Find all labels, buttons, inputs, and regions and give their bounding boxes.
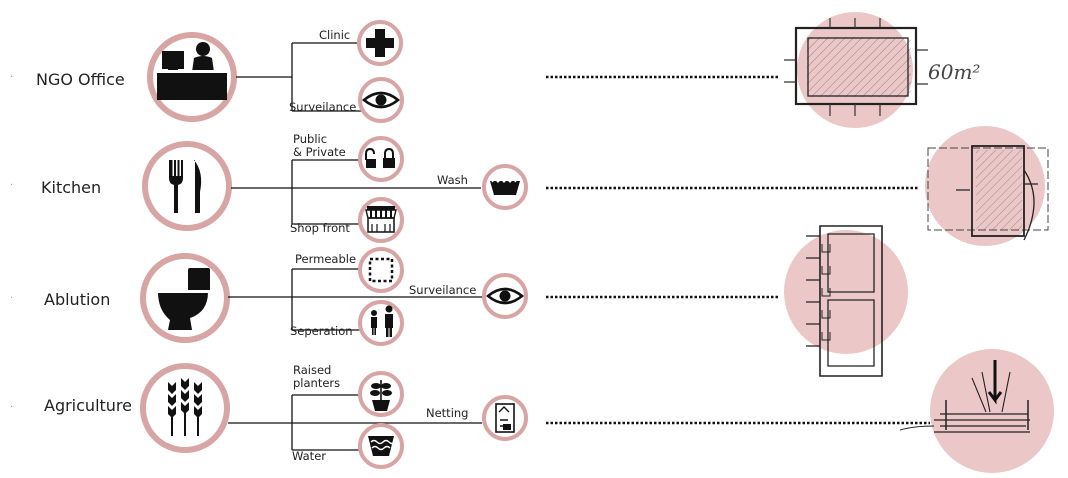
row-ngo-office	[147, 12, 928, 128]
shop-awning-icon	[365, 206, 397, 233]
bullet-1: ·	[10, 72, 14, 83]
permeable-square-icon	[368, 257, 394, 283]
label-ablution-surveilance: Surveilance	[409, 283, 477, 297]
label-ablution: Ablution	[44, 290, 111, 309]
row-ablution	[140, 225, 908, 377]
label-ngo-office: NGO Office	[36, 70, 125, 89]
lock-icon	[365, 147, 395, 168]
kitchen-main-circle	[142, 141, 232, 231]
agriculture-sketch	[899, 349, 1054, 473]
netting-circle	[482, 395, 528, 441]
eye-icon	[485, 287, 525, 305]
label-raised-planters: Raised planters	[293, 363, 341, 390]
wheat-icon	[168, 378, 202, 436]
water-icon	[368, 436, 395, 456]
toilet-icon	[158, 268, 210, 330]
area-note: 60m²	[928, 60, 981, 84]
label-permeable: Permeable	[295, 252, 357, 266]
label-surveilance: Surveilance	[289, 100, 357, 114]
eye-icon	[361, 91, 401, 109]
ngo-sketch	[784, 12, 928, 128]
plant-pot-icon	[370, 380, 392, 411]
row-agriculture	[140, 349, 1054, 473]
label-agriculture: Agriculture	[44, 396, 132, 415]
bullet-4: ·	[10, 402, 14, 413]
permeable-circle	[358, 247, 404, 293]
label-water: Water	[292, 449, 326, 463]
label-kitchen: Kitchen	[41, 178, 102, 197]
label-seperation: Seperation	[290, 324, 353, 338]
bullet-2: ·	[10, 180, 14, 191]
people-icon	[371, 305, 393, 337]
fork-knife-icon	[169, 160, 202, 213]
label-clinic: Clinic	[319, 28, 351, 42]
kitchen-sketch	[925, 126, 1049, 246]
label-netting: Netting	[426, 406, 469, 420]
bullet-3: ·	[10, 293, 14, 304]
shop-front-circle	[358, 197, 404, 243]
label-wash: Wash	[437, 173, 468, 187]
wash-basin-icon	[490, 179, 520, 195]
row-kitchen	[142, 126, 1049, 246]
reception-desk-icon	[157, 42, 227, 100]
ablution-sketch	[784, 225, 908, 377]
medical-cross-icon	[366, 29, 394, 57]
label-public-private: Public & Private	[293, 132, 346, 159]
netting-icon	[495, 403, 515, 433]
seperation-circle	[358, 300, 404, 346]
label-shop-front: Shop front	[290, 221, 350, 235]
